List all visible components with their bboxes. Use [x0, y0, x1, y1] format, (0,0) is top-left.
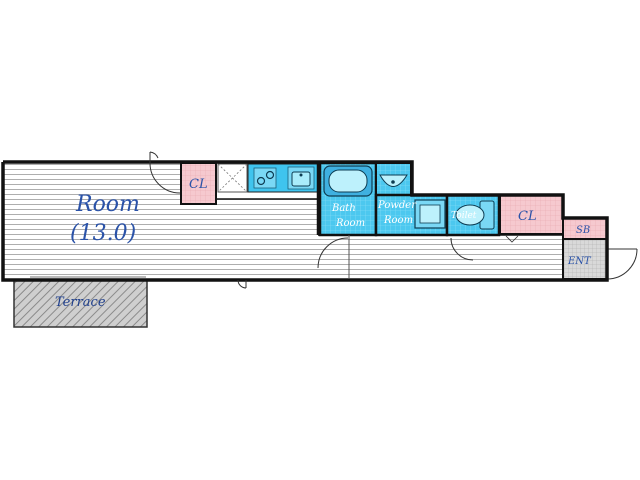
- washer-icon: [414, 199, 446, 229]
- walls: [1, 160, 609, 282]
- shoe-box: SB: [562, 217, 608, 240]
- room-label-group: Room (13.0): [70, 192, 140, 246]
- powder-label-line1: Powder: [377, 200, 417, 211]
- bathtub-icon: [323, 165, 373, 197]
- shoe-box-label: SB: [576, 225, 590, 236]
- room-label: Room: [75, 192, 140, 217]
- stove-icon: [253, 167, 277, 189]
- sink-icon: [287, 166, 315, 190]
- terrace: Terrace: [13, 279, 148, 328]
- kitchen: [215, 162, 319, 200]
- toilet-label: Toilet: [451, 211, 477, 221]
- bath-label-line1: Bath: [331, 203, 356, 214]
- room-size-label: (13.0): [70, 221, 136, 246]
- washbasin-icon: [379, 174, 408, 187]
- toilet-icon: [455, 200, 495, 230]
- closet-left: CL: [180, 162, 217, 205]
- closet-right-label: CL: [518, 209, 537, 224]
- door-swings: [149, 151, 519, 289]
- closet-right: CL: [499, 194, 564, 235]
- entrance-label: ENT: [567, 256, 592, 267]
- corridor: [318, 234, 563, 279]
- powder-room: Powder Room: [374, 162, 449, 237]
- entrance: ENT: [562, 238, 638, 280]
- terrace-label: Terrace: [55, 295, 106, 310]
- closet-left-label: CL: [189, 177, 208, 192]
- toilet-room: Toilet: [445, 193, 501, 237]
- bath-label-line2: Room: [335, 218, 365, 229]
- powder-label-line2: Room: [383, 215, 413, 226]
- bath-room: Bath Room: [318, 161, 378, 237]
